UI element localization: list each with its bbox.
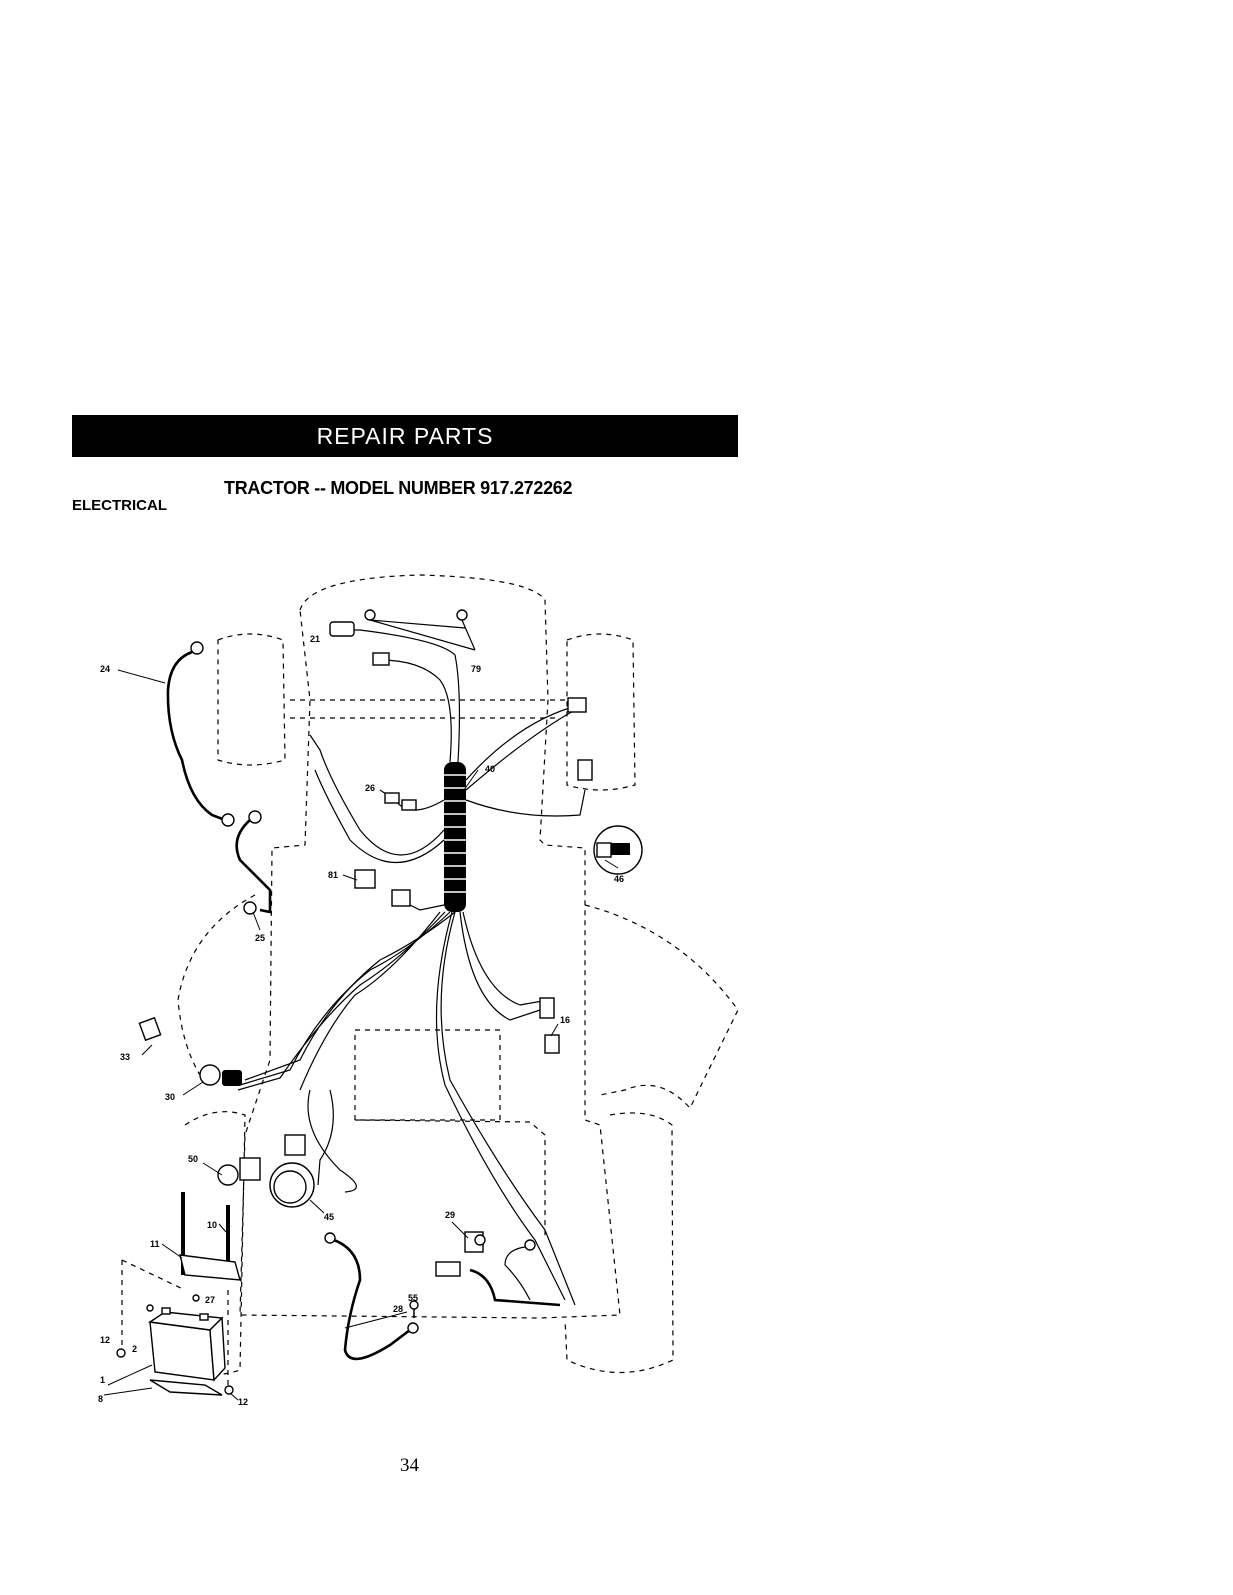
- cable-to-starter: [325, 1233, 418, 1359]
- callout-79: 79: [471, 664, 481, 674]
- callout-30: 30: [165, 1092, 175, 1102]
- callout-25: 25: [255, 933, 265, 943]
- light-switch-50: [218, 1158, 260, 1185]
- battery-holddown: [180, 1192, 240, 1280]
- headlight-connector-21: [330, 622, 389, 665]
- hour-meter-46: [594, 826, 642, 874]
- plug-connector: [285, 1135, 305, 1155]
- page-number: 34: [400, 1455, 419, 1477]
- ground-cable-24: [168, 642, 234, 826]
- callout-55: 55: [408, 1293, 418, 1303]
- callout-50: 50: [188, 1154, 198, 1164]
- solenoid-29: [436, 1232, 485, 1276]
- connector-right-top: [568, 698, 592, 780]
- bolt-55: [410, 1301, 418, 1318]
- callout-10: 10: [207, 1220, 217, 1230]
- callout-81: 81: [328, 870, 338, 880]
- ignition-switch-30: [200, 1065, 242, 1086]
- callout-1: 1: [100, 1375, 105, 1385]
- callout-28: 28: [393, 1304, 403, 1314]
- cable-25: [237, 811, 270, 914]
- ammeter-45: [270, 1163, 314, 1207]
- battery-1: [150, 1308, 225, 1380]
- relay-81: [355, 870, 410, 906]
- callout-12-right: 12: [238, 1397, 248, 1407]
- callout-40: 40: [485, 764, 495, 774]
- callout-27: 27: [205, 1295, 215, 1305]
- callout-2: 2: [132, 1344, 137, 1354]
- callout-11: 11: [150, 1239, 160, 1249]
- callout-45: 45: [324, 1212, 334, 1222]
- callout-21: 21: [310, 634, 320, 644]
- callout-24: 24: [100, 664, 110, 674]
- battery-tray-8: [150, 1380, 222, 1395]
- callout-12-left: 12: [100, 1335, 110, 1345]
- callout-8: 8: [98, 1394, 103, 1404]
- callout-26: 26: [365, 783, 375, 793]
- headlight-bulbs-79: [365, 610, 475, 650]
- module-33: [139, 1018, 160, 1040]
- switch-26: [385, 793, 416, 810]
- callout-29: 29: [445, 1210, 455, 1220]
- leader-lines: [104, 670, 618, 1400]
- callout-46: 46: [614, 874, 624, 884]
- callout-16: 16: [560, 1015, 570, 1025]
- seat-switch-16: [540, 998, 559, 1053]
- callout-33: 33: [120, 1052, 130, 1062]
